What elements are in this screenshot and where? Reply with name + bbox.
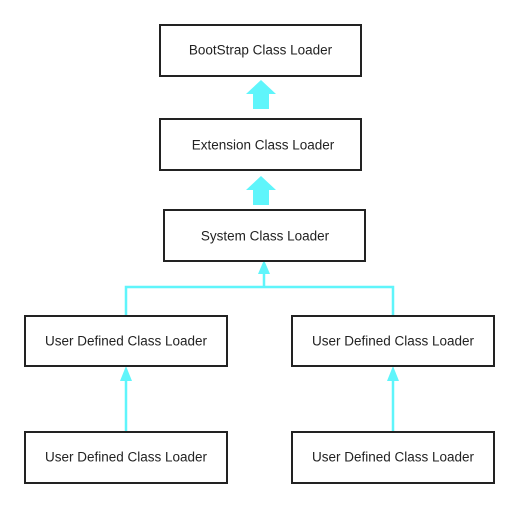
node-user-1: User Defined Class Loader: [24, 315, 228, 367]
connector-user-1-to-system: [124, 285, 264, 316]
node-bootstrap: BootStrap Class Loader: [159, 24, 362, 77]
node-label-bootstrap: BootStrap Class Loader: [189, 43, 333, 58]
node-label-user-1: User Defined Class Loader: [45, 334, 208, 349]
arrow-system-to-extension: [246, 176, 276, 205]
node-label-user-4: User Defined Class Loader: [312, 450, 475, 465]
node-label-extension: Extension Class Loader: [192, 138, 335, 153]
arrowhead-to-user-2: [387, 366, 399, 381]
arrow-extension-to-bootstrap: [246, 80, 276, 109]
arrowhead-to-user-1: [120, 366, 132, 381]
node-extension: Extension Class Loader: [159, 118, 362, 171]
node-label-user-3: User Defined Class Loader: [45, 450, 208, 465]
connector-user-2-to-system: [264, 285, 395, 316]
arrowhead-to-system: [258, 260, 270, 274]
node-user-3: User Defined Class Loader: [24, 431, 228, 484]
node-user-2: User Defined Class Loader: [291, 315, 495, 367]
node-label-user-2: User Defined Class Loader: [312, 334, 475, 349]
connectors: [120, 80, 399, 432]
node-system: System Class Loader: [163, 209, 366, 262]
node-label-system: System Class Loader: [201, 229, 330, 244]
node-user-4: User Defined Class Loader: [291, 431, 495, 484]
